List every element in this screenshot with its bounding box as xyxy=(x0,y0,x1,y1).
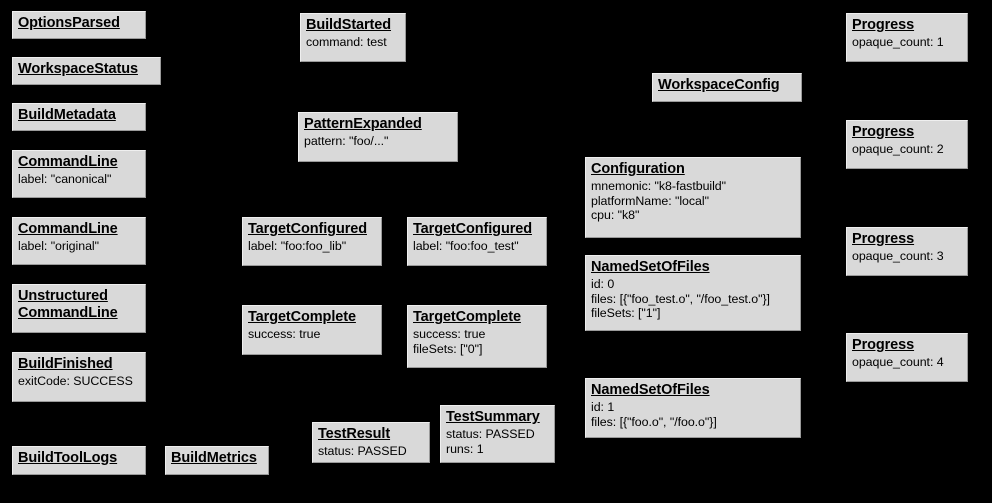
event-node-target-configured-foo-test[interactable]: TargetConfigured label: "foo:foo_test" xyxy=(407,217,547,266)
event-node-fields: label: "original" xyxy=(18,239,140,254)
event-node-field: command: test xyxy=(306,35,387,50)
event-node-build-finished[interactable]: BuildFinished exitCode: SUCCESS xyxy=(12,352,146,402)
event-node-title: TestSummary xyxy=(446,409,540,425)
event-node-title: NamedSetOfFiles xyxy=(591,382,710,398)
event-node-fields: label: "canonical" xyxy=(18,172,140,187)
event-node-progress-4[interactable]: Progress opaque_count: 4 xyxy=(846,333,968,382)
event-node-field: label: "foo:foo_test" xyxy=(413,239,519,254)
event-node-target-complete-lib[interactable]: TargetComplete success: true xyxy=(242,305,382,355)
event-node-title: BuildFinished xyxy=(18,356,113,372)
event-node-field: fileSets: ["1"] xyxy=(591,306,661,321)
event-node-title: Configuration xyxy=(591,161,685,177)
event-node-field: opaque_count: 1 xyxy=(852,35,944,50)
event-node-field: pattern: "foo/..." xyxy=(304,134,389,149)
event-node-configuration[interactable]: Configuration mnemonic: "k8-fastbuild"pla… xyxy=(585,157,801,238)
event-node-field: id: 0 xyxy=(591,277,615,292)
event-node-title: Progress xyxy=(852,17,915,33)
event-node-field: opaque_count: 3 xyxy=(852,249,944,264)
event-node-progress-3[interactable]: Progress opaque_count: 3 xyxy=(846,227,968,276)
event-node-title: BuildToolLogs xyxy=(18,450,118,466)
event-node-pattern-expanded[interactable]: PatternExpanded pattern: "foo/..." xyxy=(298,112,458,162)
event-node-title: BuildMetadata xyxy=(18,107,116,123)
event-node-test-result[interactable]: TestResult status: PASSED xyxy=(312,422,430,463)
event-node-field: success: true xyxy=(413,327,486,342)
event-node-title: TargetComplete xyxy=(413,309,521,325)
event-node-title: TestResult xyxy=(318,426,391,442)
event-node-build-metadata[interactable]: BuildMetadata xyxy=(12,103,146,131)
event-node-title: Progress xyxy=(852,124,915,140)
event-node-fields: opaque_count: 3 xyxy=(852,249,962,264)
event-node-field: success: true xyxy=(248,327,321,342)
event-node-field: opaque_count: 2 xyxy=(852,142,944,157)
event-node-field: mnemonic: "k8-fastbuild" xyxy=(591,179,727,194)
event-node-field: label: "foo:foo_lib" xyxy=(248,239,347,254)
event-node-title: CommandLine xyxy=(18,221,118,237)
event-node-fields: label: "foo:foo_lib" xyxy=(248,239,376,254)
event-node-workspace-config[interactable]: WorkspaceConfig xyxy=(652,73,802,102)
event-node-fields: status: PASSED xyxy=(318,444,424,459)
event-node-fields: success: true xyxy=(248,327,376,342)
event-node-build-tool-logs[interactable]: BuildToolLogs xyxy=(12,446,146,475)
event-node-build-metrics[interactable]: BuildMetrics xyxy=(165,446,269,475)
event-node-field: runs: 1 xyxy=(446,441,484,456)
event-node-title: OptionsParsed xyxy=(18,15,120,31)
event-node-field: cpu: "k8" xyxy=(591,208,640,223)
event-node-field: label: "canonical" xyxy=(18,172,112,187)
event-node-field: platformName: "local" xyxy=(591,193,709,208)
event-node-workspace-status[interactable]: WorkspaceStatus xyxy=(12,57,161,85)
event-node-field: status: PASSED xyxy=(318,444,407,459)
event-node-command-line-canonical[interactable]: CommandLine label: "canonical" xyxy=(12,150,146,198)
event-node-unstructured-command-line[interactable]: Unstructured CommandLine xyxy=(12,284,146,333)
event-node-title: Unstructured CommandLine xyxy=(18,288,118,322)
event-node-options-parsed[interactable]: OptionsParsed xyxy=(12,11,146,39)
event-node-title: WorkspaceStatus xyxy=(18,61,138,77)
event-node-title: BuildMetrics xyxy=(171,450,257,466)
event-node-title: Progress xyxy=(852,231,915,247)
event-node-fields: opaque_count: 2 xyxy=(852,142,962,157)
event-node-field: opaque_count: 4 xyxy=(852,355,944,370)
event-node-fields: mnemonic: "k8-fastbuild"platformName: "l… xyxy=(591,179,795,223)
event-node-field: files: [{"foo.o", "/foo.o"}] xyxy=(591,414,717,429)
event-node-command-line-original[interactable]: CommandLine label: "original" xyxy=(12,217,146,265)
event-node-progress-1[interactable]: Progress opaque_count: 1 xyxy=(846,13,968,62)
event-node-field: files: [{"foo_test.o", "/foo_test.o"}] xyxy=(591,291,770,306)
event-node-title: TargetConfigured xyxy=(248,221,367,237)
event-node-fields: label: "foo:foo_test" xyxy=(413,239,541,254)
event-node-title: PatternExpanded xyxy=(304,116,422,132)
event-node-field: exitCode: SUCCESS xyxy=(18,374,133,389)
event-node-field: fileSets: ["0"] xyxy=(413,341,483,356)
event-node-field: id: 1 xyxy=(591,400,615,415)
event-node-title: WorkspaceConfig xyxy=(658,77,780,93)
event-node-field: label: "original" xyxy=(18,239,99,254)
event-node-build-started[interactable]: BuildStarted command: test xyxy=(300,13,406,62)
event-node-fields: exitCode: SUCCESS xyxy=(18,374,140,389)
event-node-progress-2[interactable]: Progress opaque_count: 2 xyxy=(846,120,968,169)
event-node-title: NamedSetOfFiles xyxy=(591,259,710,275)
event-node-title: CommandLine xyxy=(18,154,118,170)
event-node-fields: pattern: "foo/..." xyxy=(304,134,452,149)
event-node-field: status: PASSED xyxy=(446,427,535,442)
event-node-title: BuildStarted xyxy=(306,17,392,33)
event-node-fields: opaque_count: 1 xyxy=(852,35,962,50)
event-node-title: TargetConfigured xyxy=(413,221,532,237)
event-node-fields: command: test xyxy=(306,35,400,50)
event-node-target-configured-foo-lib[interactable]: TargetConfigured label: "foo:foo_lib" xyxy=(242,217,382,266)
event-node-title: Progress xyxy=(852,337,915,353)
event-node-fields: opaque_count: 4 xyxy=(852,355,962,370)
event-node-title: TargetComplete xyxy=(248,309,356,325)
